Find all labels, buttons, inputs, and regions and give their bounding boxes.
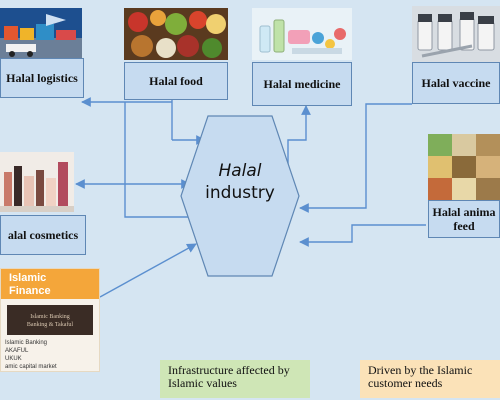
finance-banner-line-2: Banking & Takaful xyxy=(26,322,74,328)
halal-industry-label: Halal industry xyxy=(180,160,300,204)
finance-title-band: Islamic Finance xyxy=(1,269,99,299)
halal-industry-hexagon xyxy=(180,115,300,277)
animal-feed-image xyxy=(428,134,500,200)
finance-title-1: Islamic xyxy=(9,272,47,284)
node-halal-food: Halal food xyxy=(124,62,228,100)
vaccine-image xyxy=(412,6,500,62)
node-halal-cosmetics-label: alal cosmetics xyxy=(7,228,79,242)
arrow-medicine xyxy=(287,105,311,170)
node-halal-medicine: Halal medicine xyxy=(252,62,352,106)
finance-item-2: AKAFUL xyxy=(5,348,29,354)
finance-item-1: Islamic Banking xyxy=(5,340,48,346)
node-halal-logistics-label: Halal logistics xyxy=(6,71,78,85)
node-halal-food-label: Halal food xyxy=(149,74,203,88)
node-halal-vaccine-label: Halal vaccine xyxy=(421,76,491,90)
center-line-1: Halal xyxy=(218,161,262,181)
finance-title-2: Finance xyxy=(9,285,51,297)
islamic-finance-card: Islamic Finance Islamic Banking Banking … xyxy=(0,268,100,372)
arrow-animal-feed xyxy=(299,224,426,247)
finance-banner: Islamic Banking Banking & Takaful xyxy=(7,305,93,335)
node-halal-animal-feed: Halal anima feed xyxy=(428,200,500,238)
node-halal-animal-feed-label-1: Halal anima xyxy=(432,205,496,219)
logistics-image xyxy=(0,8,82,58)
note-infrastructure: Infrastructure affected by Islamic value… xyxy=(160,360,310,398)
arrow-finance xyxy=(99,243,197,298)
node-halal-logistics: Halal logistics xyxy=(0,58,84,98)
cosmetics-image xyxy=(0,152,74,212)
arrow-vaccine xyxy=(299,103,412,213)
food-image xyxy=(124,8,228,60)
center-line-2: industry xyxy=(205,183,275,203)
note-infrastructure-text: Infrastructure affected by Islamic value… xyxy=(168,363,290,390)
node-halal-medicine-label: Halal medicine xyxy=(263,77,341,91)
node-halal-animal-feed-label-2: feed xyxy=(453,219,475,233)
trunk-down xyxy=(124,102,206,222)
medicine-image xyxy=(252,8,352,60)
finance-item-3: UKUK xyxy=(5,356,22,362)
finance-list: Islamic Banking AKAFUL UKUK amic capital… xyxy=(5,339,97,371)
finance-item-4: amic capital market xyxy=(5,364,57,370)
node-halal-vaccine: Halal vaccine xyxy=(412,62,500,104)
note-driven-text: Driven by the Islamic customer needs xyxy=(368,363,473,390)
node-halal-cosmetics: alal cosmetics xyxy=(0,215,86,255)
note-driven: Driven by the Islamic customer needs xyxy=(360,360,500,398)
finance-banner-line-1: Islamic Banking xyxy=(30,314,70,320)
